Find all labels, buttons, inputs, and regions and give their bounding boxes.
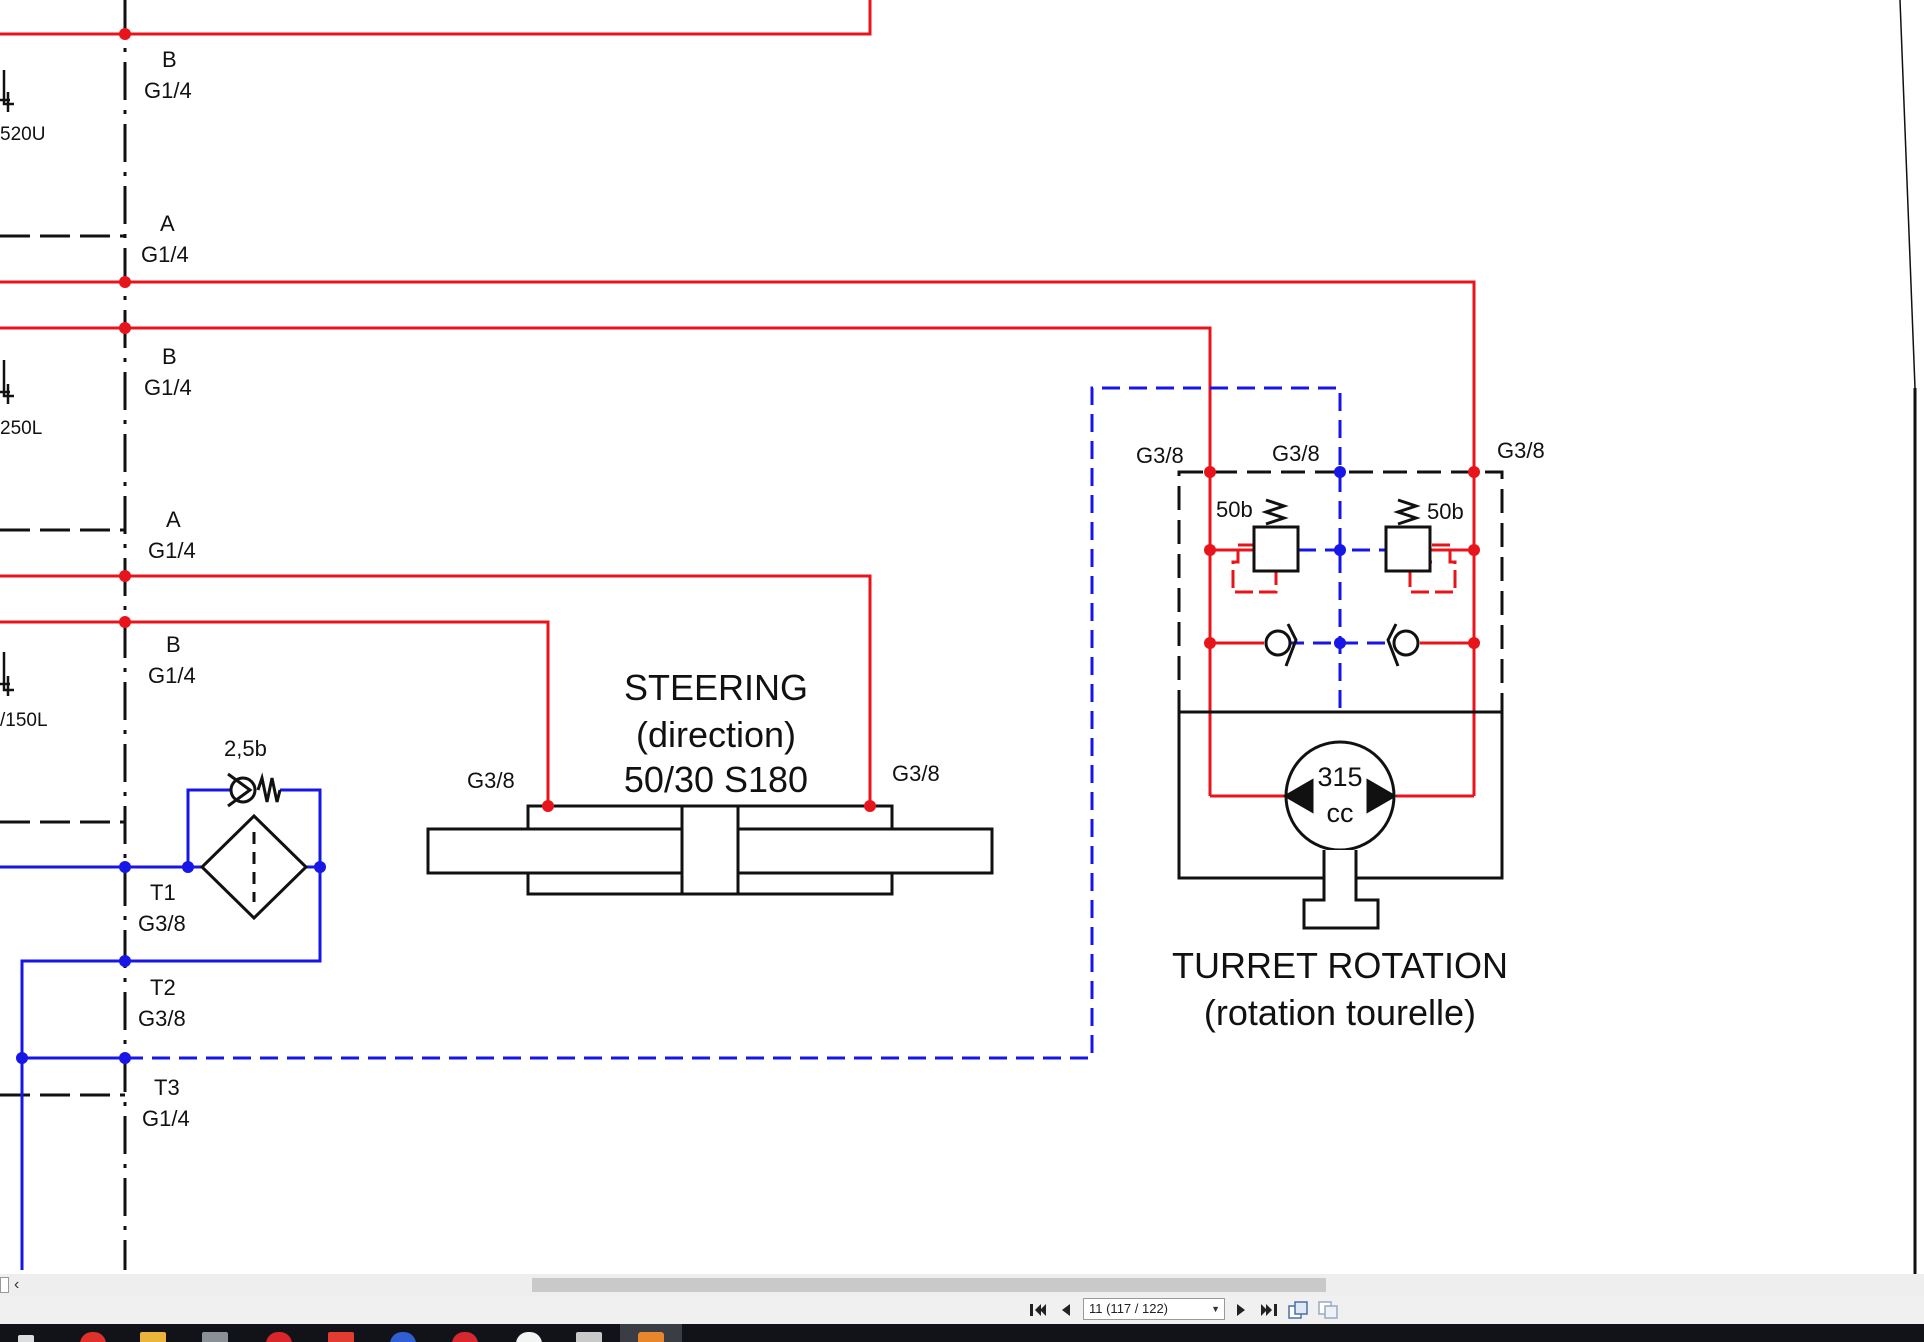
relief-valves bbox=[1252, 525, 1432, 573]
port-thread-a-2: G1/4 bbox=[148, 538, 196, 563]
valve-label-cut-2: 250L bbox=[0, 418, 42, 439]
turret-port-center: G3/8 bbox=[1272, 441, 1320, 466]
app-icon-gray[interactable] bbox=[576, 1332, 602, 1342]
steering-cylinder bbox=[426, 804, 994, 896]
pressure-junctions bbox=[119, 28, 1480, 812]
start-icon[interactable] bbox=[18, 1335, 34, 1342]
port-thread-a-1: G1/4 bbox=[141, 242, 189, 267]
turret-port-left: G3/8 bbox=[1136, 443, 1184, 468]
document-icon[interactable] bbox=[202, 1332, 228, 1342]
valve-actuator-fragments bbox=[0, 70, 14, 696]
port-label-a-2: A bbox=[166, 507, 181, 532]
valve-dashed-connections bbox=[0, 234, 125, 1097]
first-page-icon[interactable] bbox=[1027, 1299, 1049, 1321]
next-page-icon[interactable] bbox=[1230, 1299, 1252, 1321]
port-thread-t3: G1/4 bbox=[142, 1106, 190, 1131]
motor-displacement: 315 bbox=[1317, 762, 1362, 792]
port-label-b-1: B bbox=[162, 47, 177, 72]
port-label-a-1: A bbox=[160, 211, 175, 236]
port-thread-b-2: G1/4 bbox=[144, 375, 192, 400]
document-viewport: B G1/4 A G1/4 B G1/4 A G1/4 B G1/4 T1 G3… bbox=[0, 0, 1917, 1274]
last-page-icon[interactable] bbox=[1258, 1299, 1280, 1321]
port-label-b-3: B bbox=[166, 632, 181, 657]
previous-page-icon[interactable] bbox=[1055, 1299, 1077, 1321]
export-page-icon[interactable] bbox=[1287, 1299, 1309, 1321]
anti-cavitation-check-valves bbox=[1264, 623, 1420, 667]
motor-unit: cc bbox=[1327, 798, 1354, 828]
scrollbar-corner bbox=[0, 1277, 9, 1293]
page-navigation-bar: 11 (117 / 122) ▼ bbox=[0, 1296, 1924, 1324]
valve-label-cut-3: /150L bbox=[0, 710, 48, 731]
steering-title: STEERING bbox=[624, 667, 808, 708]
hydraulic-motor bbox=[1282, 740, 1398, 930]
port-label-t3: T3 bbox=[154, 1075, 180, 1100]
page-edge bbox=[1899, 0, 1916, 389]
viewer-app-icon[interactable] bbox=[638, 1332, 664, 1342]
valve-label-cut-1: 520U bbox=[0, 124, 45, 145]
app-icon-blue[interactable] bbox=[390, 1332, 416, 1342]
turret-port-right: G3/8 bbox=[1497, 438, 1545, 463]
scroll-left-button[interactable]: ‹ bbox=[14, 1276, 20, 1293]
port-thread-b-1: G1/4 bbox=[144, 78, 192, 103]
app-icon-red[interactable] bbox=[266, 1332, 292, 1342]
filter-check-pressure: 2,5b bbox=[224, 736, 267, 761]
pdf-icon[interactable] bbox=[328, 1332, 354, 1342]
scrollbar-thumb[interactable] bbox=[532, 1278, 1326, 1292]
steering-port-left: G3/8 bbox=[467, 768, 515, 793]
page-number-value: 11 (117 / 122) bbox=[1089, 1301, 1169, 1316]
port-label-t2: T2 bbox=[150, 975, 176, 1000]
port-thread-b-3: G1/4 bbox=[148, 663, 196, 688]
app-icon-white[interactable] bbox=[516, 1332, 542, 1342]
folder-icon[interactable] bbox=[140, 1332, 166, 1342]
horizontal-scrollbar[interactable]: ‹ bbox=[0, 1274, 1924, 1296]
steering-subtitle: (direction) bbox=[636, 714, 796, 755]
port-label-t1: T1 bbox=[150, 880, 176, 905]
steering-model: 50/30 S180 bbox=[624, 759, 808, 800]
port-thread-t1: G3/8 bbox=[138, 911, 186, 936]
page-number-field[interactable]: 11 (117 / 122) ▼ bbox=[1083, 1298, 1225, 1320]
port-label-b-2: B bbox=[162, 344, 177, 369]
os-taskbar bbox=[0, 1324, 1924, 1342]
relief-springs bbox=[1261, 498, 1421, 526]
app-icon-red-2[interactable] bbox=[452, 1332, 478, 1342]
relief-setting-left: 50b bbox=[1216, 497, 1253, 522]
return-filter bbox=[199, 813, 309, 921]
tank-junctions bbox=[16, 466, 1346, 1064]
turret-title: TURRET ROTATION bbox=[1172, 945, 1508, 986]
import-page-icon[interactable] bbox=[1317, 1299, 1339, 1321]
relief-setting-right: 50b bbox=[1427, 499, 1464, 524]
filter-bypass-check-valve bbox=[227, 772, 282, 808]
hydraulic-schematic: B G1/4 A G1/4 B G1/4 A G1/4 B G1/4 T1 G3… bbox=[0, 0, 1917, 1274]
port-thread-t2: G3/8 bbox=[138, 1006, 186, 1031]
chevron-down-icon[interactable]: ▼ bbox=[1211, 1304, 1220, 1314]
browser-icon[interactable] bbox=[80, 1332, 106, 1342]
turret-subtitle: (rotation tourelle) bbox=[1204, 992, 1476, 1033]
steering-port-right: G3/8 bbox=[892, 761, 940, 786]
